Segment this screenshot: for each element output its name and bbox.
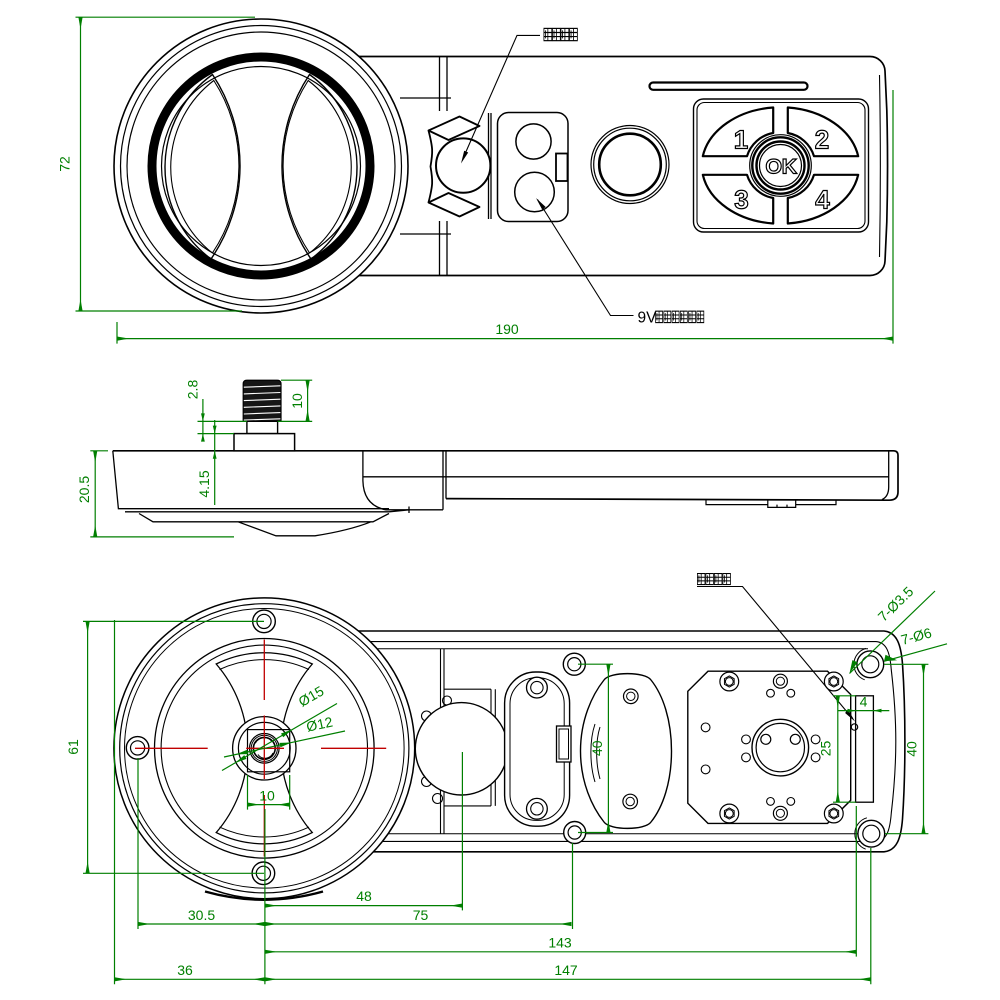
svg-text:61: 61 [65,739,81,755]
svg-text:7-Ø6: 7-Ø6 [899,624,933,648]
svg-text:10: 10 [259,788,275,804]
svg-text:190: 190 [495,321,519,337]
svg-text:1: 1 [734,125,748,155]
svg-text:143: 143 [548,935,572,951]
svg-text:75: 75 [413,907,429,923]
svg-text:40: 40 [589,740,605,756]
svg-text:72: 72 [57,156,73,172]
svg-text:4: 4 [860,694,868,710]
svg-text:9V: 9V [638,309,658,326]
svg-text:40: 40 [904,741,920,757]
svg-text:2: 2 [815,125,829,155]
svg-text:10: 10 [289,393,305,409]
svg-text:3: 3 [734,185,748,215]
svg-text:Ø12: Ø12 [305,713,334,734]
svg-text:25: 25 [818,741,834,757]
svg-text:147: 147 [554,962,578,978]
svg-text:OK: OK [765,155,797,179]
svg-text:4: 4 [815,185,830,215]
svg-text:30.5: 30.5 [188,907,215,923]
svg-text:20.5: 20.5 [76,476,92,503]
svg-text:36: 36 [177,962,193,978]
svg-text:48: 48 [356,888,372,904]
svg-text:4.15: 4.15 [196,470,212,497]
svg-text:2.8: 2.8 [185,380,201,400]
